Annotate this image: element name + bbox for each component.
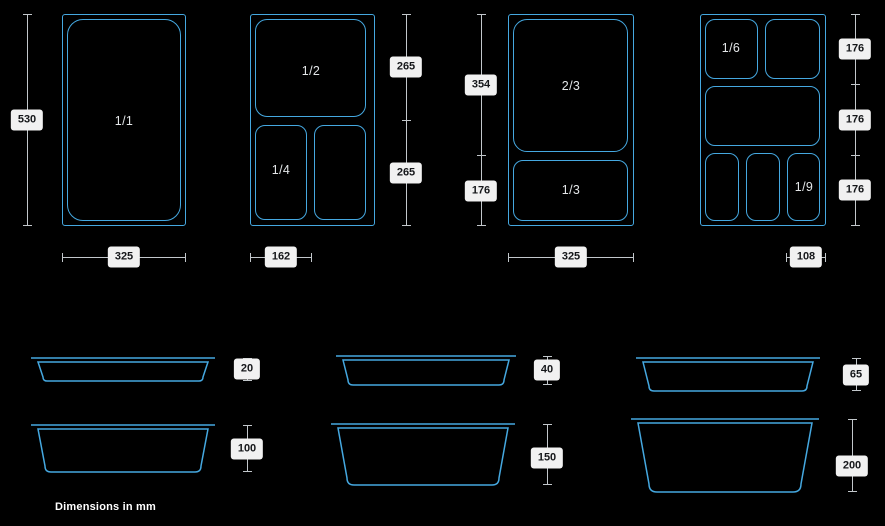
height-dimension-label: 176 bbox=[838, 38, 872, 60]
dimension-tick bbox=[62, 253, 63, 262]
pan-outline-1-3 bbox=[513, 160, 628, 221]
pan-frame bbox=[250, 14, 375, 226]
dimension-tick bbox=[250, 253, 251, 262]
dimension-tick bbox=[848, 491, 857, 492]
pan-outline-middle bbox=[705, 86, 820, 146]
width-dimension-label: 325 bbox=[554, 246, 588, 268]
dimension-tick bbox=[508, 253, 509, 262]
height-dimension-label: 176 bbox=[838, 109, 872, 131]
pan-side-profile bbox=[631, 418, 819, 493]
dimension-tick bbox=[786, 253, 787, 262]
depth-dimension-label: 200 bbox=[835, 455, 869, 477]
width-dimension-label: 108 bbox=[789, 246, 823, 268]
height-dimension-label: 176 bbox=[464, 180, 498, 202]
dimension-tick bbox=[477, 14, 486, 15]
dimension-tick bbox=[402, 14, 411, 15]
pan-outline-1-1 bbox=[67, 19, 181, 221]
pan-outline-1-4 bbox=[314, 125, 366, 220]
dimension-tick bbox=[311, 253, 312, 262]
dimension-tick bbox=[633, 253, 634, 262]
pan-size-label: 1/2 bbox=[301, 64, 321, 78]
pan-body bbox=[36, 361, 210, 382]
dimension-tick bbox=[185, 253, 186, 262]
pan-outline-1-4 bbox=[255, 125, 307, 220]
pan-frame bbox=[508, 14, 634, 226]
dimension-tick bbox=[402, 225, 411, 226]
depth-dimension-label: 65 bbox=[842, 364, 870, 386]
height-dimension-label: 354 bbox=[464, 74, 498, 96]
dimension-tick bbox=[243, 471, 252, 472]
height-dimension-line bbox=[402, 14, 411, 226]
pan-outline-1-6 bbox=[705, 19, 758, 79]
dimension-tick bbox=[477, 225, 486, 226]
dimension-tick bbox=[543, 384, 552, 385]
pan-outline-1-2 bbox=[255, 19, 366, 117]
dimension-tick bbox=[848, 419, 857, 420]
pan-size-label: 1/4 bbox=[271, 163, 291, 177]
height-dimension-label: 176 bbox=[838, 179, 872, 201]
pan-side-profile bbox=[31, 357, 215, 382]
pan-size-label: 1/6 bbox=[721, 41, 741, 55]
pan-body bbox=[642, 361, 814, 392]
dimension-tick bbox=[477, 155, 486, 156]
pan-outline-1-9 bbox=[787, 153, 820, 221]
height-dimension-label: 265 bbox=[389, 162, 423, 184]
dimension-tick bbox=[243, 425, 252, 426]
width-dimension-label: 325 bbox=[107, 246, 141, 268]
pan-size-label: 1/1 bbox=[114, 114, 134, 128]
units-note: Dimensions in mm bbox=[55, 501, 156, 513]
height-dimension-label: 530 bbox=[10, 109, 44, 131]
pan-side-profile bbox=[331, 423, 515, 486]
pan-frame bbox=[700, 14, 826, 226]
pan-size-label: 1/3 bbox=[561, 183, 581, 197]
pan-body bbox=[637, 422, 813, 493]
pan-frame bbox=[62, 14, 186, 226]
dimension-tick bbox=[402, 120, 411, 121]
pan-outline-1-9 bbox=[746, 153, 780, 221]
pan-side-profile bbox=[31, 424, 215, 473]
dimension-tick bbox=[825, 253, 826, 262]
dimension-tick bbox=[543, 424, 552, 425]
pan-size-label: 1/9 bbox=[794, 180, 814, 194]
dimension-tick bbox=[851, 155, 860, 156]
pan-size-label: 2/3 bbox=[561, 79, 581, 93]
dimension-tick bbox=[243, 380, 252, 381]
dimension-tick bbox=[23, 225, 32, 226]
dimension-tick bbox=[852, 358, 861, 359]
dimension-tick bbox=[852, 390, 861, 391]
pan-side-profile bbox=[636, 357, 820, 392]
pan-body bbox=[37, 428, 209, 473]
width-dimension-label: 162 bbox=[264, 246, 298, 268]
depth-dimension-label: 40 bbox=[533, 359, 561, 381]
dimension-tick bbox=[543, 484, 552, 485]
height-dimension-line bbox=[477, 14, 486, 226]
pan-side-profile bbox=[336, 355, 516, 386]
dimension-tick bbox=[23, 14, 32, 15]
pan-outline-1-6 bbox=[765, 19, 820, 79]
depth-dimension-label: 150 bbox=[530, 447, 564, 469]
pan-body bbox=[342, 359, 510, 386]
pan-outline-1-9 bbox=[705, 153, 739, 221]
pan-body bbox=[337, 427, 509, 486]
height-dimension-label: 265 bbox=[389, 56, 423, 78]
depth-dimension-label: 100 bbox=[230, 438, 264, 460]
dimension-tick bbox=[543, 356, 552, 357]
dimension-tick bbox=[851, 225, 860, 226]
pan-outline-2-3 bbox=[513, 19, 628, 152]
depth-dimension-label: 20 bbox=[233, 358, 261, 380]
dimension-tick bbox=[851, 84, 860, 85]
dimension-tick bbox=[851, 14, 860, 15]
